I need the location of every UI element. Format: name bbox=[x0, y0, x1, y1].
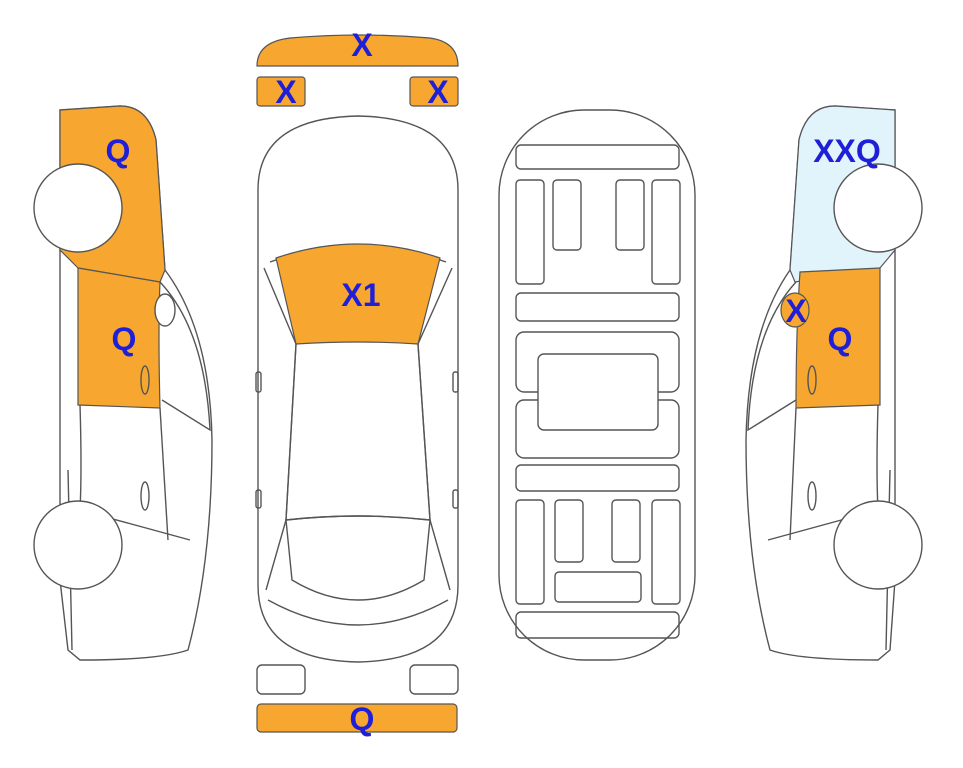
right-wheel-rear bbox=[833, 500, 923, 590]
right-mirror-panel[interactable] bbox=[780, 292, 810, 328]
taillight-left[interactable] bbox=[256, 664, 306, 695]
left-handle-rear bbox=[140, 481, 150, 511]
left-wheel-rear bbox=[33, 500, 123, 590]
left-front-door-panel[interactable] bbox=[77, 267, 161, 409]
top-right-pillar bbox=[417, 267, 453, 591]
label-right-mirror: X bbox=[785, 293, 807, 329]
right-front-door-panel[interactable] bbox=[795, 267, 881, 409]
left-handle-front bbox=[140, 365, 150, 395]
right-rear-door-line bbox=[789, 407, 797, 541]
label-headlight-right: X bbox=[427, 74, 449, 110]
mirror-right-top bbox=[452, 371, 459, 393]
label-rear-bumper: Q bbox=[350, 701, 375, 737]
car-left-side-view bbox=[33, 105, 213, 661]
right-handle-rear bbox=[807, 481, 817, 511]
windshield-panel[interactable] bbox=[275, 243, 441, 345]
top-trunk-line bbox=[267, 599, 449, 626]
left-rear-door-line bbox=[159, 407, 169, 541]
left-wheel-front bbox=[33, 163, 123, 253]
top-body-outline bbox=[257, 115, 459, 663]
top-left-pillar bbox=[263, 267, 297, 591]
right-wheel-front bbox=[833, 163, 923, 253]
taillight-right[interactable] bbox=[409, 664, 459, 695]
label-left-front-fender: Q bbox=[106, 133, 131, 169]
label-right-front-fender: XXQ bbox=[813, 133, 881, 169]
label-front-bumper: X bbox=[351, 27, 373, 63]
underbody-center-panel bbox=[537, 353, 659, 431]
right-window-line bbox=[747, 281, 797, 432]
car-right-side-view bbox=[745, 105, 923, 661]
label-right-front-door: Q bbox=[828, 321, 853, 357]
headlight-right-panel[interactable] bbox=[409, 76, 459, 107]
label-headlight-left: X bbox=[275, 74, 297, 110]
mirror-left-top bbox=[255, 371, 262, 393]
label-windshield: X1 bbox=[341, 277, 380, 313]
car-underbody-view bbox=[498, 109, 696, 661]
car-top-view bbox=[255, 115, 459, 663]
handle-right-top bbox=[452, 489, 459, 509]
left-window-line bbox=[159, 281, 211, 432]
front-bumper-panel[interactable] bbox=[256, 34, 459, 67]
left-mirror-outline bbox=[154, 293, 176, 327]
rear-bumper-panel[interactable] bbox=[256, 703, 458, 733]
right-handle-front bbox=[807, 365, 817, 395]
label-left-front-door: Q bbox=[112, 321, 137, 357]
top-rear-window bbox=[285, 515, 431, 601]
headlight-left-panel[interactable] bbox=[256, 76, 306, 107]
handle-left-top bbox=[255, 489, 262, 509]
